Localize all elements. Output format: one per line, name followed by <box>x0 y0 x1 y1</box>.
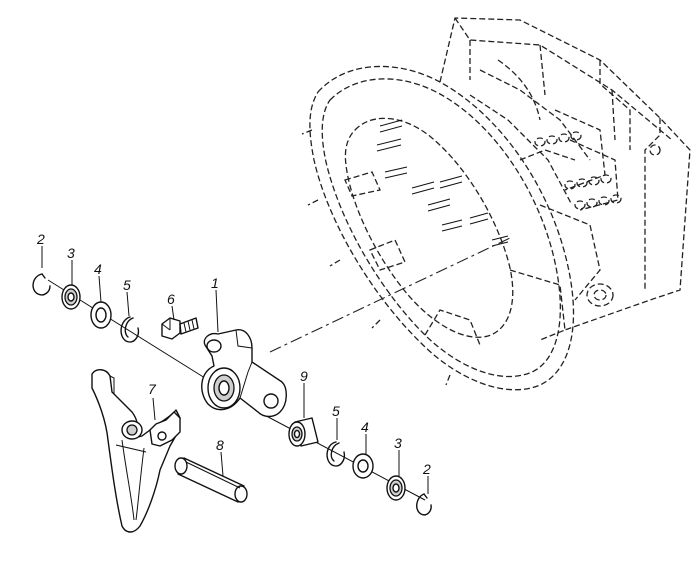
callout-3-right: 3 <box>394 435 402 451</box>
release-fork <box>91 369 181 533</box>
assembly-axis <box>269 237 511 353</box>
callout-6: 6 <box>167 291 175 307</box>
callout-9: 9 <box>300 368 308 384</box>
bearing-right <box>288 417 319 447</box>
callout-2-left: 2 <box>36 231 45 247</box>
retaining-ring-left <box>32 273 51 296</box>
clutch-housing <box>301 17 691 391</box>
snap-ring-right <box>326 441 346 467</box>
callout-5-right: 5 <box>332 403 340 419</box>
release-bracket <box>201 329 287 418</box>
callout-7: 7 <box>148 381 157 397</box>
callout-2-right: 2 <box>422 461 431 477</box>
callout-1: 1 <box>211 275 219 291</box>
callout-4-left: 4 <box>94 261 102 277</box>
pivot-pin <box>174 457 248 503</box>
retaining-ring-right <box>416 493 432 516</box>
callout-3-left: 3 <box>67 245 75 261</box>
bearing-left <box>61 284 81 310</box>
bearing-right-small <box>386 475 406 501</box>
housing-studs <box>376 119 509 247</box>
washer-right <box>352 453 374 479</box>
callout-leaders <box>41 246 429 494</box>
snap-ring-left <box>120 316 140 343</box>
callout-4-right: 4 <box>361 419 369 435</box>
bolt <box>161 317 199 340</box>
washer-left <box>90 301 112 329</box>
callout-5-left: 5 <box>123 277 131 293</box>
housing-holes <box>534 131 661 307</box>
callout-8: 8 <box>216 437 224 453</box>
